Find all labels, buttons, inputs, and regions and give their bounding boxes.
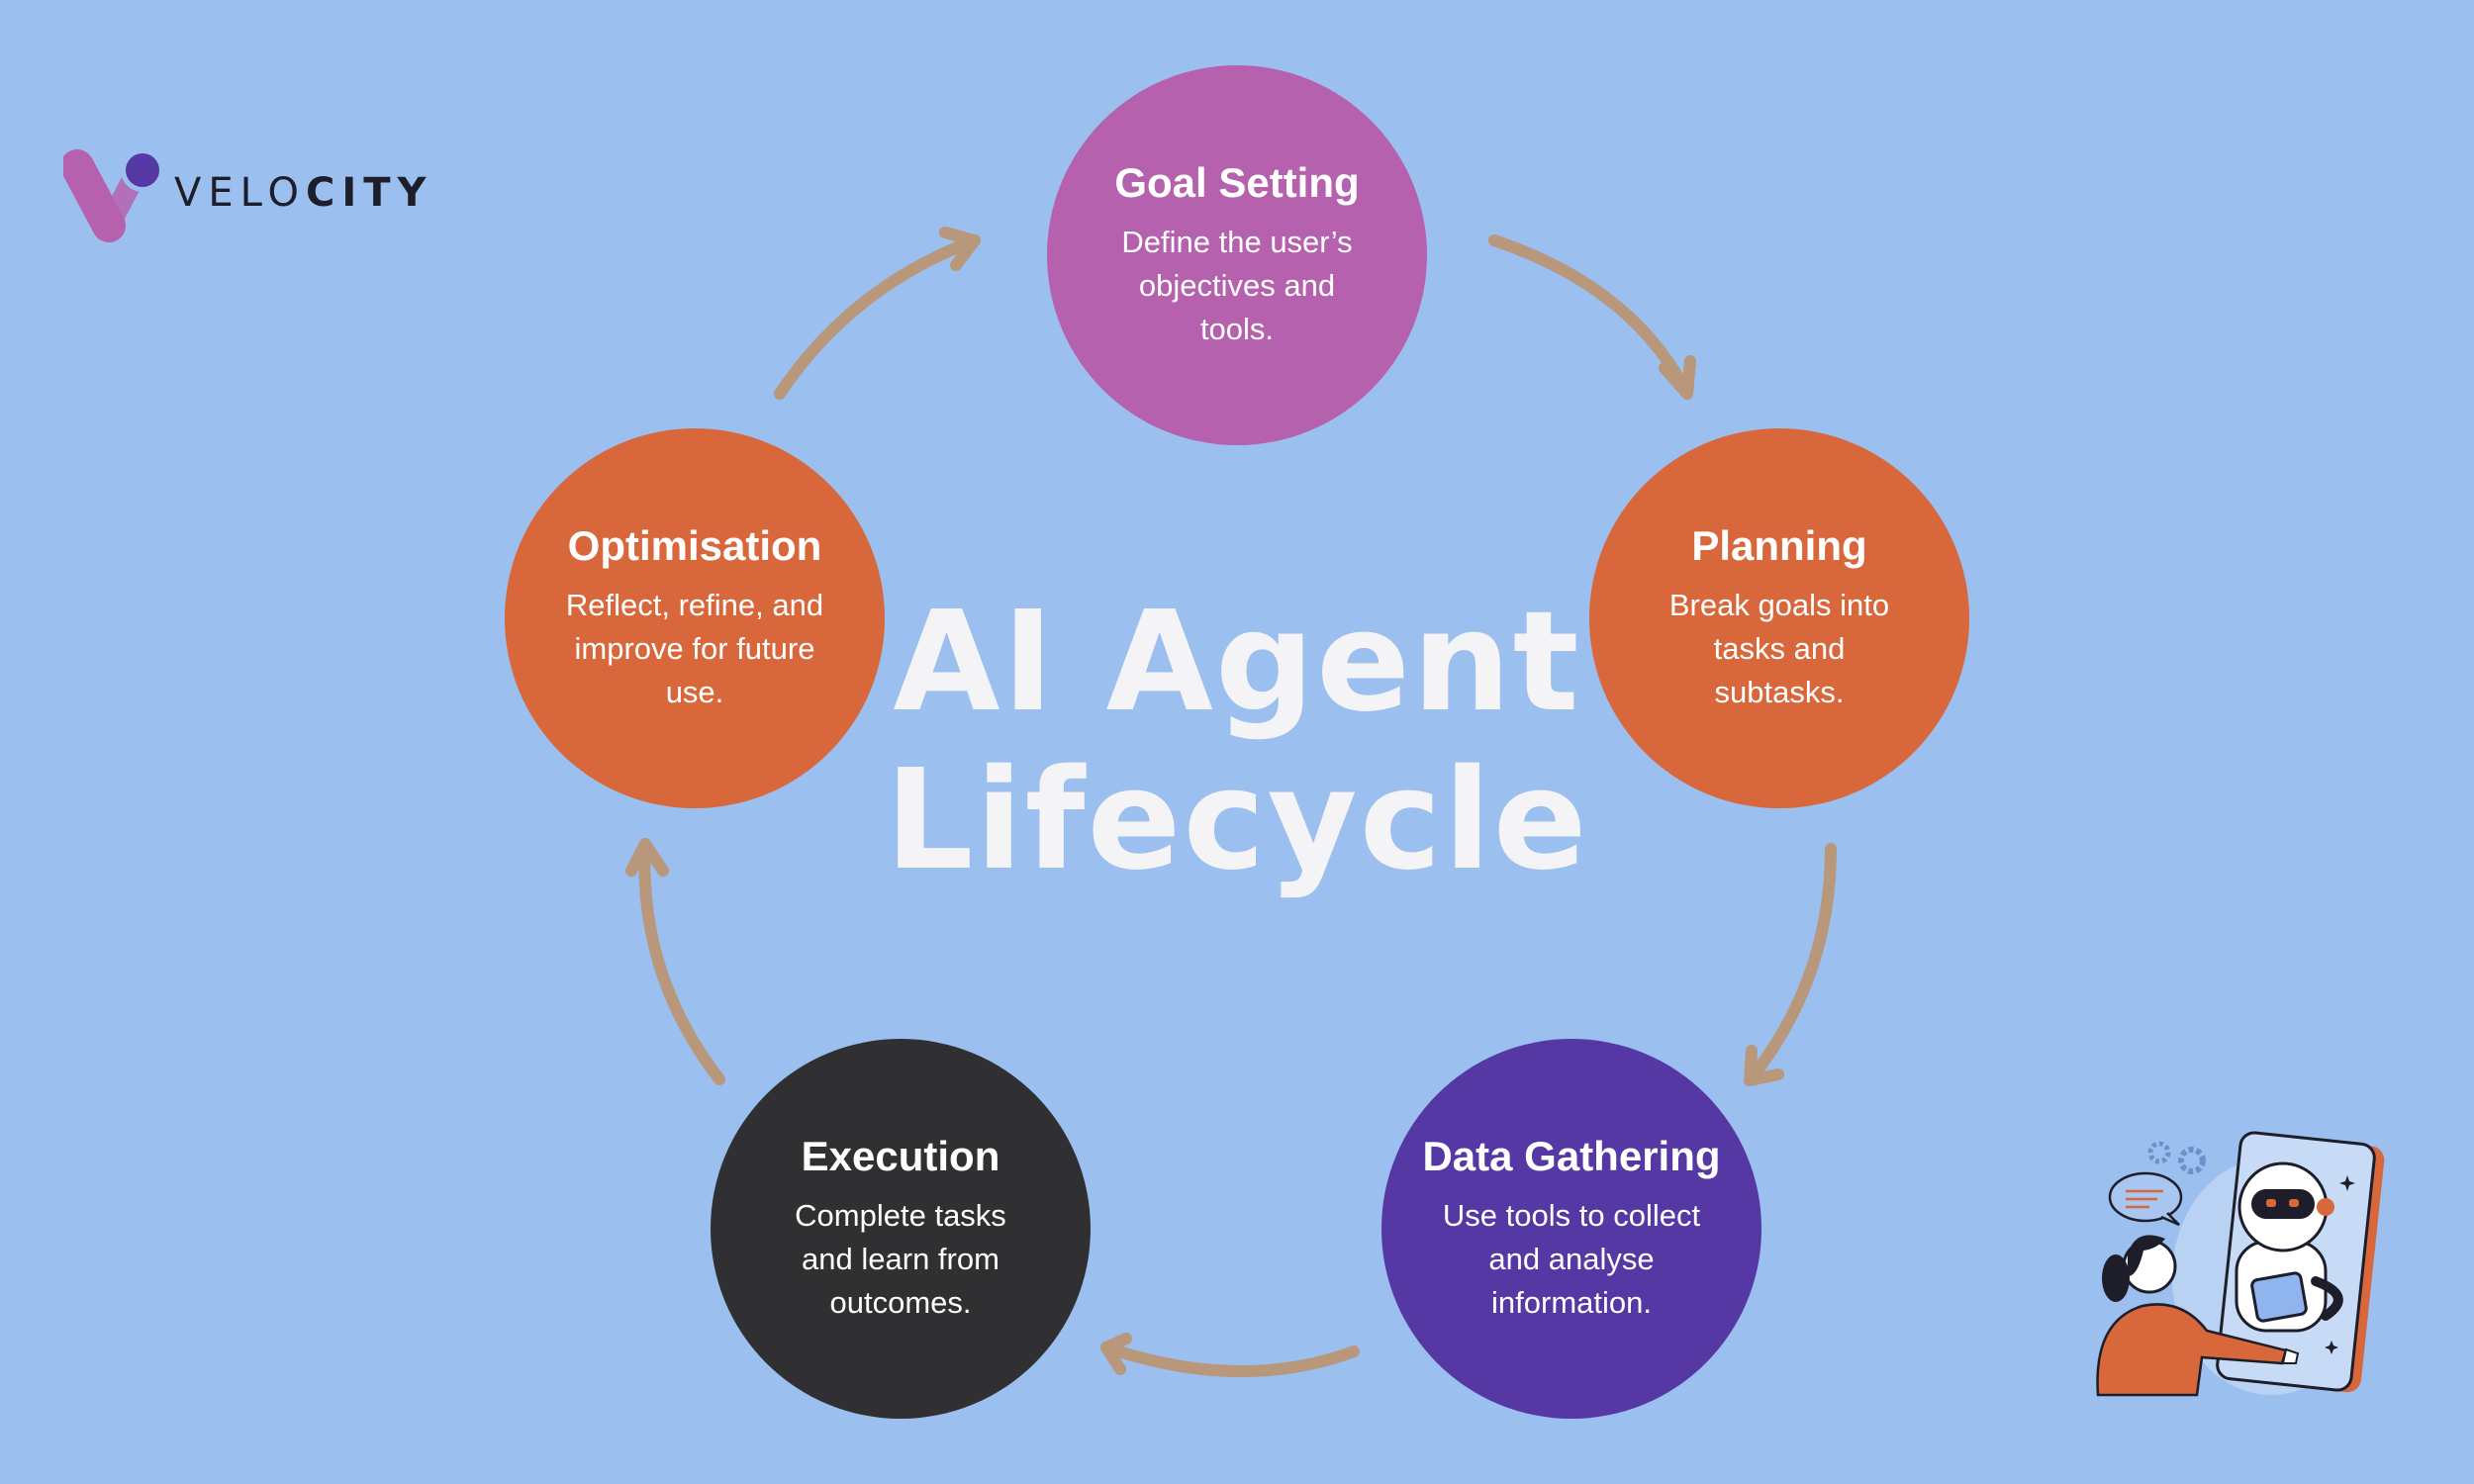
sparkle-icon	[2325, 1175, 2355, 1354]
node-description: Break goals into tasks and subtasks.	[1668, 588, 1890, 710]
node-description: Define the user’s objectives and tools.	[1121, 225, 1353, 347]
speech-bubble-icon	[2108, 1171, 2183, 1227]
arrow-goal-to-planning	[1488, 234, 1696, 400]
node-data-gathering: Data Gathering Use tools to collect and …	[1381, 1039, 1761, 1419]
node-title: Data Gathering	[1422, 1132, 1721, 1179]
node-description: Reflect, refine, and improve for future …	[565, 588, 824, 710]
diagram-title-line2: Lifecycle	[885, 740, 1589, 901]
person-icon	[2096, 1235, 2300, 1397]
arrow-planning-to-data	[1744, 843, 1837, 1086]
velocity-logo-icon	[60, 148, 164, 242]
arrow-data-to-execution	[1100, 1333, 1360, 1378]
wordmark-bold: CITY	[305, 170, 433, 216]
node-title: Optimisation	[567, 521, 822, 569]
node-title: Goal Setting	[1114, 158, 1360, 206]
robot-icon	[2235, 1161, 2343, 1333]
wordmark-light: VELO	[174, 170, 306, 216]
velocity-wordmark: VELOCITY	[174, 170, 432, 216]
arrow-optimisation-to-goal	[774, 227, 981, 400]
gear-icon	[2147, 1141, 2206, 1174]
diagram-title: AI Agent Lifecycle	[742, 584, 1732, 900]
node-planning: Planning Break goals into tasks and subt…	[1589, 428, 1969, 808]
node-optimisation: Optimisation Reflect, refine, and improv…	[505, 428, 885, 808]
node-description: Use tools to collect and analyse informa…	[1442, 1198, 1701, 1321]
node-title: Execution	[801, 1132, 1000, 1179]
robot-assistant-illustration	[2096, 1131, 2385, 1397]
diagram-title-line1: AI Agent	[893, 582, 1581, 743]
node-description: Complete tasks and learn from outcomes.	[795, 1198, 1006, 1321]
node-execution: Execution Complete tasks and learn from …	[711, 1039, 1091, 1419]
node-goal-setting: Goal Setting Define the user’s objective…	[1047, 65, 1427, 445]
node-title: Planning	[1691, 521, 1867, 569]
velocity-logo: VELOCITY	[60, 148, 427, 247]
arrow-execution-to-optimisation	[625, 838, 725, 1085]
